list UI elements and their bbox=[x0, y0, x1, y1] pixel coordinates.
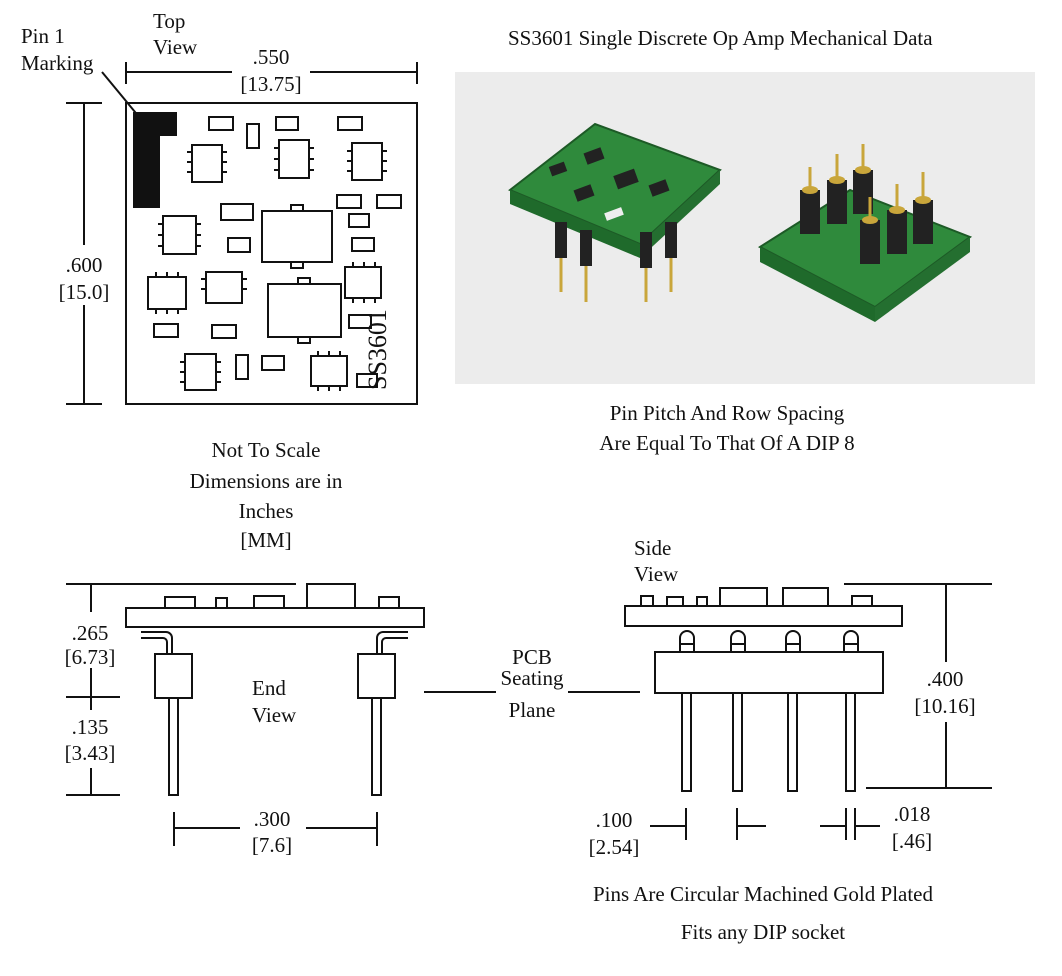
left-module bbox=[508, 122, 722, 302]
side-pitch-mm: [2.54] bbox=[588, 835, 640, 859]
end-view-row-dimension bbox=[173, 812, 378, 846]
end-pin-inches: .135 bbox=[71, 715, 109, 739]
end-pin-mm: [3.43] bbox=[64, 741, 116, 765]
diagram-title: SS3601 Single Discrete Op Amp Mechanical… bbox=[508, 26, 933, 50]
end-view-pins bbox=[141, 631, 408, 796]
top-height-mm: [15.0] bbox=[58, 280, 110, 304]
side-pin-dia-inches: .018 bbox=[893, 802, 931, 826]
note-line-3: Inches bbox=[238, 499, 294, 523]
end-row-inches: .300 bbox=[253, 807, 291, 831]
top-view-label-2: View bbox=[153, 35, 198, 59]
side-pin-dia-mm: [.46] bbox=[891, 829, 933, 853]
top-view-board bbox=[125, 102, 418, 405]
top-view-label-1: Top bbox=[153, 9, 186, 33]
seating-plane-label-2: Seating bbox=[500, 666, 564, 690]
seating-plane-label-1: PCB bbox=[512, 645, 552, 669]
side-height-inches: .400 bbox=[926, 667, 964, 691]
end-view-label-2: View bbox=[252, 703, 297, 727]
side-view-label-1: Side bbox=[634, 536, 672, 560]
note-line-1: Not To Scale bbox=[211, 438, 321, 462]
top-width-mm: [13.75] bbox=[240, 72, 302, 96]
right-module bbox=[757, 144, 973, 322]
board-text: SS3601 bbox=[363, 309, 392, 390]
end-height-inches: .265 bbox=[71, 621, 109, 645]
side-view-pins bbox=[679, 630, 859, 792]
footer-line-1: Pins Are Circular Machined Gold Plated bbox=[592, 882, 934, 906]
footer-line-2: Fits any DIP socket bbox=[680, 920, 846, 944]
side-view-board bbox=[624, 587, 903, 627]
end-view-board bbox=[125, 583, 425, 628]
end-height-mm: [6.73] bbox=[64, 645, 116, 669]
top-view-width-dimension bbox=[125, 62, 418, 84]
side-height-mm: [10.16] bbox=[914, 694, 976, 718]
pin1-marking bbox=[133, 112, 177, 208]
pin1-leader-line bbox=[101, 71, 141, 119]
pin1-label-1: Pin 1 bbox=[21, 24, 65, 48]
photo-caption-2: Are Equal To That Of A DIP 8 bbox=[599, 431, 855, 455]
side-view-socket-body bbox=[654, 651, 884, 694]
top-width-inches: .550 bbox=[252, 45, 290, 69]
photo-illustration bbox=[508, 122, 973, 322]
note-line-4: [MM] bbox=[240, 528, 292, 552]
photo-caption-1: Pin Pitch And Row Spacing bbox=[609, 401, 845, 425]
side-view-label-2: View bbox=[634, 562, 679, 586]
end-view-label-1: End bbox=[252, 676, 286, 700]
top-height-inches: .600 bbox=[65, 253, 103, 277]
product-photo bbox=[455, 72, 1035, 384]
top-view-height-dimension bbox=[66, 102, 102, 405]
end-view-height-dimensions bbox=[66, 583, 296, 796]
side-view-pitch-dimension bbox=[650, 808, 880, 840]
side-pitch-inches: .100 bbox=[595, 808, 633, 832]
seating-plane-label-3: Plane bbox=[508, 698, 556, 722]
side-view-height-dimension bbox=[844, 583, 992, 789]
pin1-label-2: Marking bbox=[21, 51, 94, 75]
note-line-2: Dimensions are in bbox=[189, 469, 343, 493]
top-view-ic-leads bbox=[155, 147, 387, 391]
end-row-mm: [7.6] bbox=[251, 833, 293, 857]
